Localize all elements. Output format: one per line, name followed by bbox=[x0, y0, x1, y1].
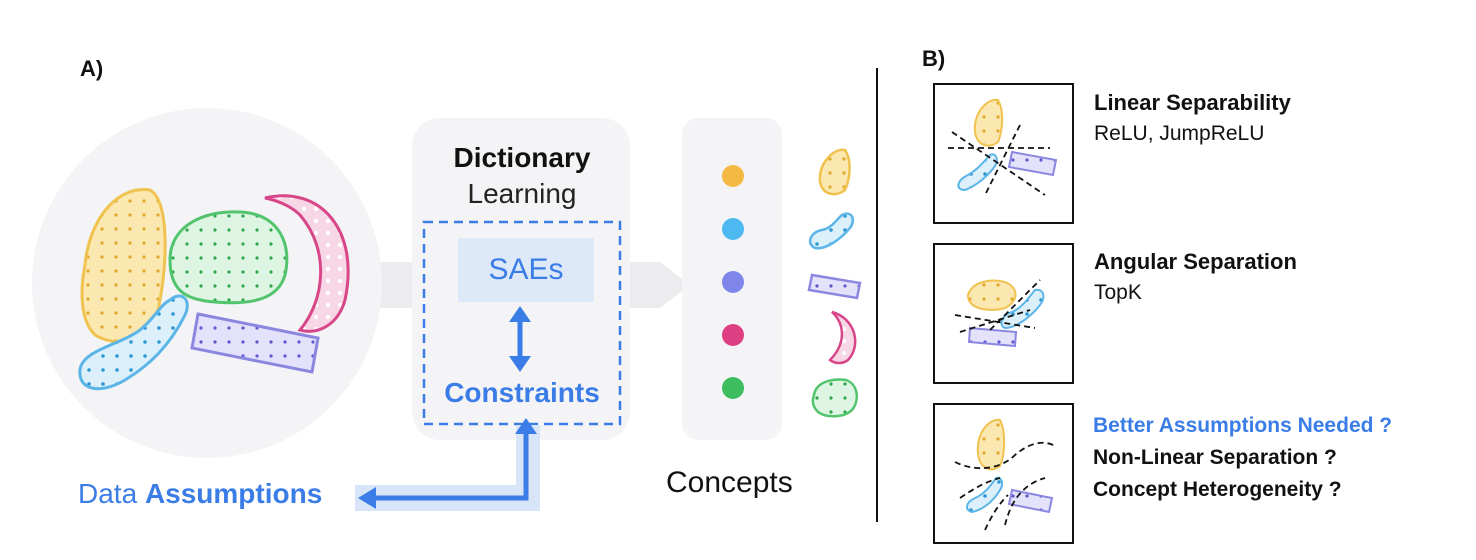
violet-concept-shape bbox=[807, 273, 862, 300]
feedback-arrow-icon bbox=[358, 418, 537, 509]
concepts-label: Concepts bbox=[666, 466, 793, 499]
concept-dot-5 bbox=[722, 377, 744, 399]
yellow-concept-shape bbox=[818, 148, 851, 196]
sae-box bbox=[458, 238, 594, 302]
green-concept-shape bbox=[811, 378, 859, 418]
assumptions-word: Assumptions bbox=[144, 478, 323, 509]
dictionary-subtitle: Learning bbox=[467, 178, 577, 209]
angular-sep-subtitle: TopK bbox=[1094, 281, 1142, 304]
dictionary-title: Dictionary bbox=[453, 142, 591, 173]
angular-sep-illustration bbox=[954, 279, 1045, 348]
sky-slab-shape bbox=[78, 294, 189, 391]
better-assumptions-text: Better Assumptions Needed ? bbox=[1093, 414, 1393, 437]
constraints-label: Constraints bbox=[444, 377, 600, 408]
linear-sep-title: Linear Separability bbox=[1094, 90, 1291, 115]
data-word: Data bbox=[78, 478, 138, 509]
sae-label: SAEs bbox=[488, 253, 564, 286]
angular-sep-title: Angular Separation bbox=[1094, 249, 1297, 274]
pink-crescent-shape bbox=[264, 194, 350, 333]
linear-sep-illustration bbox=[948, 98, 1058, 196]
double-arrow-icon bbox=[509, 306, 531, 372]
concept-heterogeneity-text: Concept Heterogeneity ? bbox=[1093, 478, 1342, 501]
linear-sep-subtitle: ReLU, JumpReLU bbox=[1094, 122, 1265, 145]
data-assumptions-label: Data Assumptions bbox=[78, 478, 322, 510]
concept-dot-4 bbox=[722, 324, 744, 346]
panel-b-label: B) bbox=[922, 46, 946, 71]
panel-a-label: A) bbox=[80, 56, 104, 81]
concept-dot-2 bbox=[722, 218, 744, 240]
angular-sep-box bbox=[933, 243, 1074, 384]
linear-sep-box bbox=[933, 83, 1074, 224]
violet-rect-shape bbox=[190, 312, 320, 374]
nonlinear-separation-text: Non-Linear Separation ? bbox=[1093, 446, 1337, 469]
concept-dot-3 bbox=[722, 271, 744, 293]
sky-concept-shape bbox=[808, 212, 854, 250]
nonlinear-box bbox=[933, 403, 1074, 544]
green-blob-shape bbox=[168, 210, 289, 305]
pink-concept-shape bbox=[828, 310, 857, 365]
concept-dot-1 bbox=[722, 165, 744, 187]
nonlinear-illustration bbox=[954, 418, 1056, 531]
yellow-blob-shape bbox=[80, 187, 167, 344]
